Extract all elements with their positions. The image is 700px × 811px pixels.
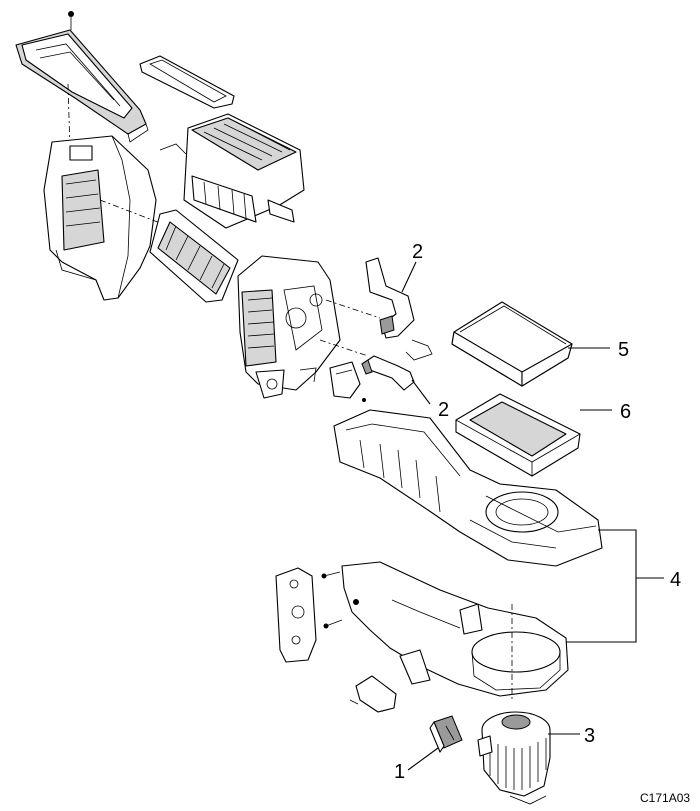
callout-5: 5	[618, 339, 629, 361]
alignment-line-duct	[67, 83, 71, 151]
callout-2-upper: 2	[412, 241, 423, 263]
callout-6: 6	[620, 401, 631, 423]
mounting-screws	[321, 571, 359, 629]
filter-frame	[455, 393, 581, 477]
figure-code: C171A03	[640, 791, 690, 805]
leader-2-upper	[401, 261, 417, 293]
duct-screw	[68, 11, 74, 30]
upper-blower-case	[333, 409, 603, 567]
alignment-line-hose-upper	[325, 299, 381, 319]
lower-blower-case	[341, 561, 569, 697]
callout-2-lower: 2	[438, 399, 449, 421]
alignment-line-heater	[99, 199, 169, 227]
callout-1: 1	[394, 761, 405, 783]
seal-gasket	[139, 55, 235, 109]
callout-3: 3	[584, 725, 595, 747]
mode-door-housing	[159, 113, 305, 229]
heater-hose-lower	[361, 355, 415, 391]
cabin-air-filter	[451, 301, 573, 387]
heater-hose-upper	[365, 257, 433, 361]
heater-core	[149, 209, 239, 303]
callout-4: 4	[670, 569, 681, 591]
blower-motor	[477, 711, 551, 805]
leader-lines	[401, 261, 664, 771]
center-housing	[237, 255, 341, 399]
leader-4-bracket	[566, 529, 637, 643]
actuator	[329, 361, 366, 402]
leader-2-lower	[411, 379, 431, 405]
leader-1	[407, 747, 439, 771]
blower-resistor	[429, 715, 463, 753]
bracket-plate	[275, 567, 317, 663]
left-heater-case	[43, 135, 157, 301]
upper-air-duct	[15, 29, 149, 143]
alignment-line-hose-lower	[319, 339, 369, 357]
gasket-small	[349, 675, 397, 713]
